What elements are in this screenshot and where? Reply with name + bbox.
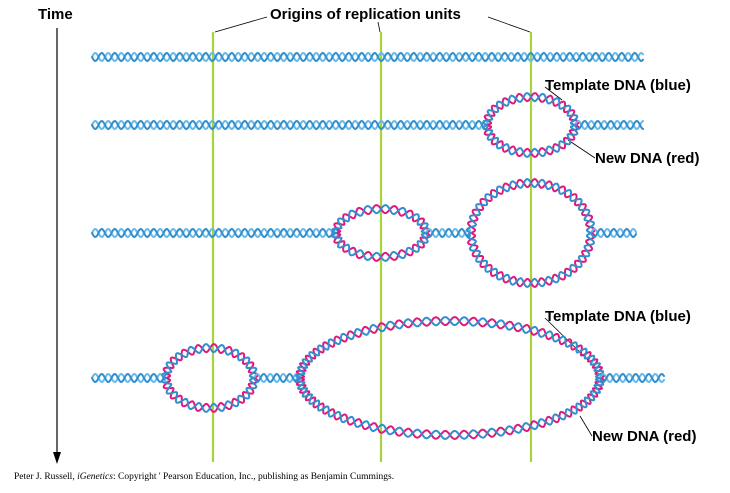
row3-duplex-mid-strand-b <box>425 227 471 239</box>
row3-bubble-2-bottom-template <box>466 232 595 288</box>
row4-duplex-mid-strand-b <box>253 372 301 384</box>
row3-duplex-right-strand-b <box>590 227 637 239</box>
row1-duplex-strand-a <box>91 51 644 63</box>
row4-bubble-1-bottom-template <box>161 377 258 413</box>
row4-duplex-left-strand-a <box>91 372 169 384</box>
row3-duplex-mid-strand-a <box>425 227 471 239</box>
origins-label: Origins of replication units <box>270 6 461 23</box>
row2-duplex-right-strand-a <box>574 119 644 131</box>
row4-bubble-1-top-template <box>161 343 258 379</box>
credit-author: Peter J. Russell, <box>14 472 78 482</box>
credit-title: iGenetics <box>77 472 113 482</box>
row3-bubble-2-top-template <box>466 178 595 234</box>
row2-duplex-right-strand-b <box>574 119 644 131</box>
template-dna-label-1: Template DNA (blue) <box>545 77 691 94</box>
row3-bubble-1-top-template <box>331 204 429 234</box>
time-arrow-head <box>53 452 61 464</box>
row4-duplex-right-strand-a <box>599 372 665 384</box>
row4-bubble-2-bottom-template <box>295 377 605 440</box>
new-dna-label-1: New DNA (red) <box>595 150 700 167</box>
template-dna-label-2: Template DNA (blue) <box>545 308 691 325</box>
row2-duplex-left-strand-b <box>91 119 489 131</box>
row4-bubble-2-bottom-new <box>295 377 605 440</box>
row4-bubble-2-top-new <box>295 316 605 379</box>
dna-molecules <box>91 51 665 440</box>
row3-bubble-1-bottom-template <box>331 232 429 262</box>
row2-bubble-bottom-template <box>482 124 579 158</box>
row3-duplex-right-strand-a <box>590 227 637 239</box>
row4-bubble-2-top-template <box>295 316 605 379</box>
row4-duplex-mid-strand-a <box>253 372 301 384</box>
origin-lines <box>211 32 533 462</box>
row1-duplex-strand-b <box>91 51 644 63</box>
origin-label-pointers <box>214 16 531 33</box>
time-label: Time <box>38 6 73 23</box>
credit-line: Peter J. Russell, iGenetics: Copyright '… <box>14 472 394 482</box>
row2-bubble-top-template <box>482 92 579 126</box>
row3-duplex-left-strand-a <box>91 227 339 239</box>
new-dna-label-2: New DNA (red) <box>592 428 697 445</box>
credit-rest: : Copyright ' Pearson Education, Inc., p… <box>112 472 395 482</box>
row2-duplex-left-strand-a <box>91 119 489 131</box>
